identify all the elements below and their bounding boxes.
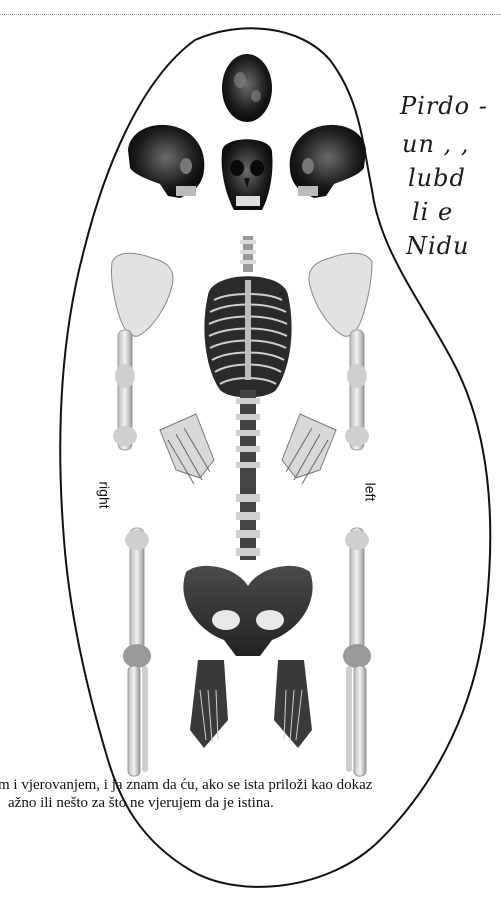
handwriting-line-5: Nidu [406,232,470,260]
skull-front-view [222,139,273,210]
caption-line-1: m i vjerovanjem, i ja znam da ću, ako se… [0,776,372,794]
handwriting-line-4: li e [412,198,453,226]
label-left: left [362,483,378,502]
right-humerus [113,330,137,450]
left-foot [274,660,312,748]
left-humerus [345,330,369,450]
skull-side-view-left [128,125,204,198]
right-scapula [111,253,173,336]
right-leg [123,528,151,776]
right-hand [160,414,214,484]
cervical-spine [240,236,256,272]
skull-side-view-right [290,125,366,198]
handwriting-line-2: un , , [402,130,469,158]
handwriting-line-1: Pirdo - [400,92,488,120]
pelvis [183,566,312,656]
lumbar-spine [236,390,260,560]
ribcage [204,276,291,397]
label-right: right [97,481,113,508]
left-scapula [309,253,372,336]
left-hand [282,414,336,484]
right-foot [190,660,228,748]
handwriting-line-3: lubd [408,164,466,192]
caption-line-2: ažno ili nešto za što ne vjerujem da je … [8,794,274,812]
skull-top-view [222,54,272,122]
left-leg [343,528,371,776]
